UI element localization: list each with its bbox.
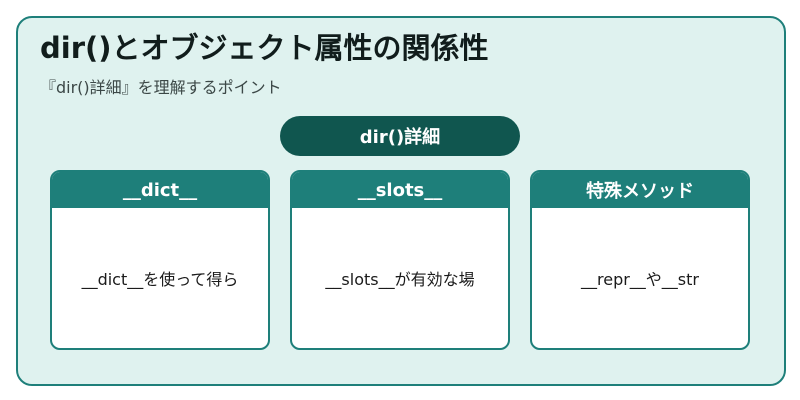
center-node: dir()詳細 — [280, 116, 520, 156]
card-slots-body: __slots__が有効な場 — [325, 270, 475, 289]
card-special-methods-body: __repr__や__str — [581, 270, 699, 289]
card-dict-body: __dict__を使って得ら — [81, 270, 239, 289]
center-node-label: dir()詳細 — [359, 127, 441, 148]
card-slots-header: __slots__ — [292, 172, 508, 208]
card-special-methods: 特殊メソッド __repr__や__str — [530, 170, 750, 350]
card-slots: __slots__ __slots__が有効な場 — [290, 170, 510, 350]
card-dict-header: __dict__ — [52, 172, 268, 208]
diagram-subtitle: 『dir()詳細』を理解するポイント — [40, 78, 282, 97]
diagram-title: dir()とオブジェクト属性の関係性 — [40, 31, 489, 65]
card-special-methods-header: 特殊メソッド — [532, 172, 748, 208]
card-dict: __dict__ __dict__を使って得ら — [50, 170, 270, 350]
